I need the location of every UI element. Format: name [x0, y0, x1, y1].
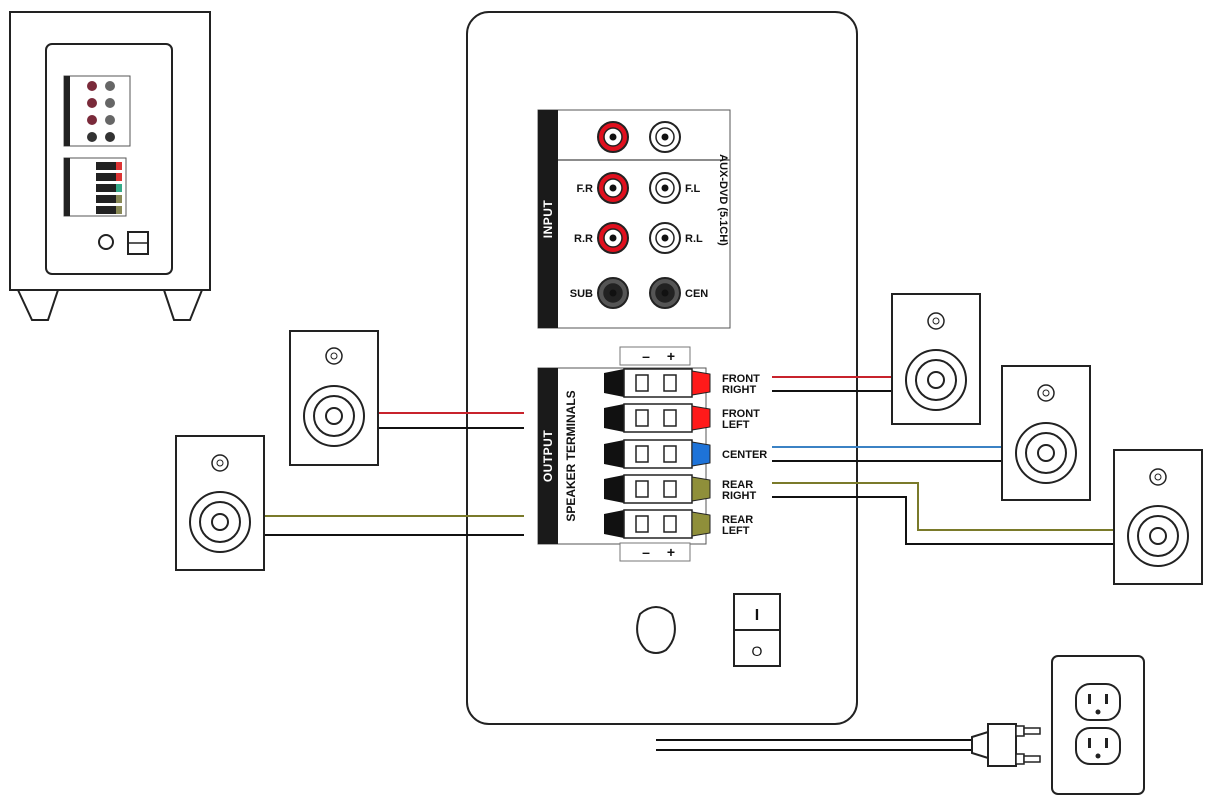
rca-jack-label: F.L [685, 183, 701, 195]
power-on-symbol: I [755, 607, 759, 624]
speaker-terminal-label: REAR [722, 479, 753, 491]
speaker-terminal-label: LEFT [722, 419, 750, 431]
speaker-terminals: FRONTRIGHTFRONTLEFTCENTERREARRIGHTREARLE… [604, 368, 767, 539]
rca-jack[interactable] [649, 277, 681, 309]
speaker-terminal-label: RIGHT [722, 384, 757, 396]
minus-bottom: – [642, 544, 650, 560]
plus-top: + [667, 348, 675, 364]
rca-jack[interactable] [649, 121, 681, 153]
speaker-terminals-label: SPEAKER TERMINALS [564, 390, 578, 521]
speaker-terminal[interactable] [604, 474, 711, 504]
rca-jacks: F.R F.L R.R R.L SUB CEN [570, 121, 708, 309]
volume-knob [636, 606, 676, 654]
plus-bottom: + [667, 544, 675, 560]
rca-jack[interactable] [597, 121, 629, 153]
speaker-front-right [891, 293, 981, 425]
speaker-front-left [289, 330, 379, 466]
rca-jack[interactable] [597, 222, 629, 254]
rca-jack-label: SUB [570, 288, 593, 300]
subwoofer-illustration [9, 11, 211, 321]
rca-jack[interactable] [597, 277, 629, 309]
speaker-rear-left [175, 435, 265, 571]
rca-jack-label: F.R [577, 183, 594, 195]
speaker-terminal[interactable] [604, 403, 711, 433]
speaker-terminal[interactable] [604, 509, 711, 539]
power-switch: I O [733, 593, 781, 667]
rca-jack-label: R.L [685, 233, 703, 245]
minus-top: – [642, 348, 650, 364]
input-panel: INPUT AUX-DVD (5.1CH) [537, 109, 731, 329]
rca-jack[interactable] [649, 222, 681, 254]
input-header: INPUT [541, 200, 555, 239]
speaker-terminal[interactable] [604, 439, 711, 469]
rca-jack[interactable] [649, 172, 681, 204]
power-off-symbol: O [752, 643, 763, 659]
wires [264, 376, 1114, 751]
speaker-terminal-label: FRONT [722, 408, 760, 420]
rca-jack-label: CEN [685, 288, 708, 300]
power-plug [971, 723, 1041, 767]
rca-jack[interactable] [597, 172, 629, 204]
wall-outlet [1051, 655, 1145, 795]
speaker-terminal-label: REAR [722, 514, 753, 526]
speaker-terminal[interactable] [604, 368, 711, 398]
speaker-center [1001, 365, 1091, 501]
speaker-terminal-label: RIGHT [722, 490, 757, 502]
aux-dvd-label: AUX-DVD (5.1CH) [717, 154, 729, 246]
speaker-rear-right [1113, 449, 1203, 585]
speaker-terminal-label: CENTER [722, 449, 767, 461]
speaker-terminal-label: LEFT [722, 525, 750, 537]
output-header: OUTPUT [541, 430, 555, 483]
speaker-terminal-label: FRONT [722, 373, 760, 385]
rca-jack-label: R.R [574, 233, 593, 245]
